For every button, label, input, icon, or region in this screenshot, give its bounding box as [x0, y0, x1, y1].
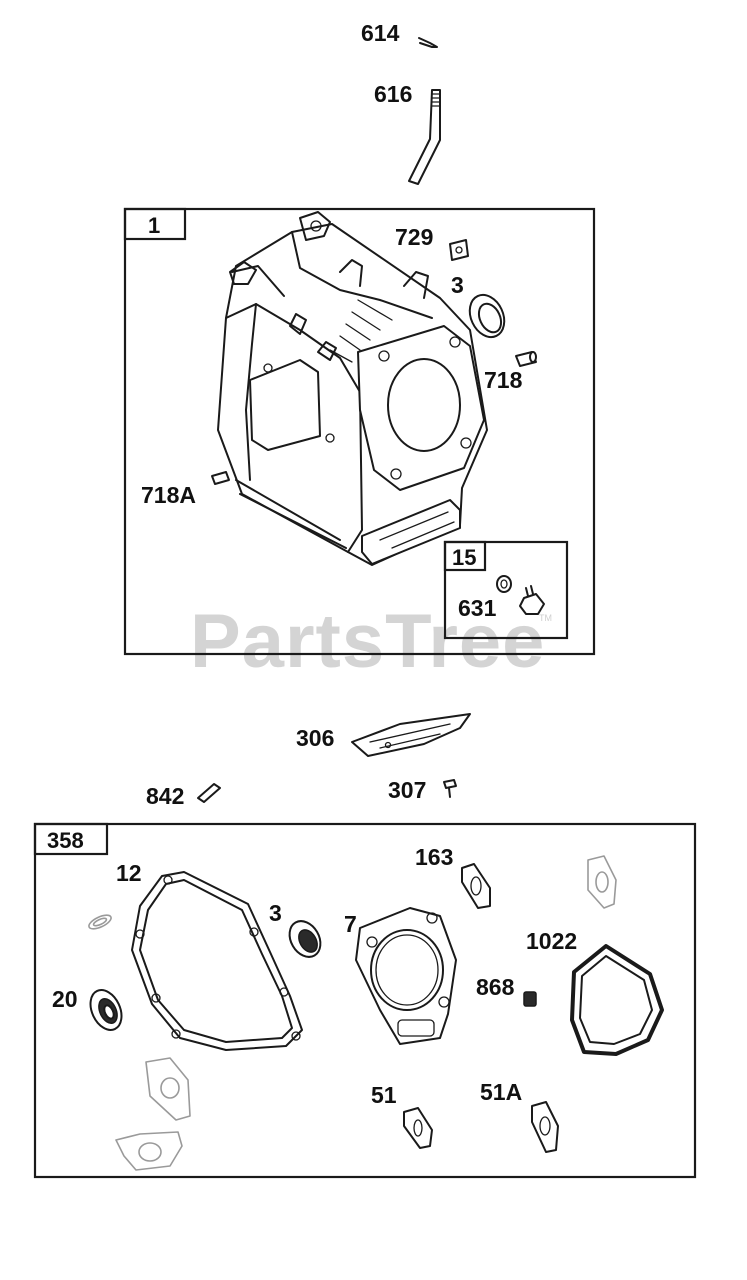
group-bolt-kit-label: 15 [452, 545, 476, 570]
part-ghost-small-gasket [88, 914, 112, 930]
part-51-gasket[interactable] [403, 1107, 433, 1149]
part-12-crankcase-gasket[interactable] [131, 871, 303, 1051]
part-7-head-gasket[interactable] [355, 907, 457, 1045]
part-163-gasket[interactable] [461, 863, 491, 909]
part-614-clip[interactable] [418, 37, 438, 48]
part-718a-dowel-pin[interactable] [211, 471, 230, 485]
part-1022-valve-cover-gasket[interactable] [570, 944, 664, 1056]
callout-163[interactable]: 163 [415, 844, 453, 870]
callout-842[interactable]: 842 [146, 783, 184, 809]
part-868-seal[interactable] [523, 991, 537, 1007]
watermark-text: PartsTree [190, 599, 545, 684]
group-gasket-set-label: 358 [47, 828, 84, 853]
callout-616[interactable]: 616 [374, 81, 412, 107]
group-gasket-set-frame [33, 822, 697, 1179]
callout-729[interactable]: 729 [395, 224, 433, 250]
callout-614[interactable]: 614 [361, 20, 400, 46]
part-cylinder-block[interactable] [217, 211, 488, 566]
callout-51a[interactable]: 51A [480, 1079, 522, 1105]
group-block-label: 1 [148, 213, 160, 238]
part-3-oil-seal-kit[interactable] [283, 916, 326, 963]
part-842-seal-strip[interactable] [197, 783, 221, 803]
callout-631[interactable]: 631 [458, 595, 497, 621]
part-631-washer[interactable] [496, 575, 512, 593]
callout-7[interactable]: 7 [344, 911, 357, 937]
callout-3-kit[interactable]: 3 [269, 900, 282, 926]
callout-868[interactable]: 868 [476, 974, 515, 1000]
part-718-dowel-pin[interactable] [515, 351, 537, 367]
callout-718[interactable]: 718 [484, 367, 523, 393]
part-307-screw[interactable] [443, 779, 457, 798]
part-306-air-guide[interactable] [351, 713, 471, 757]
part-ghost-flange-gasket-2 [115, 1131, 183, 1171]
callout-3-block[interactable]: 3 [451, 272, 464, 298]
part-51a-gasket[interactable] [531, 1101, 559, 1153]
group-block-frame [123, 207, 596, 656]
callout-307[interactable]: 307 [388, 777, 426, 803]
callout-20[interactable]: 20 [52, 986, 78, 1012]
part-15-bolt[interactable] [519, 585, 545, 615]
part-ghost-gasket-top-right [587, 855, 617, 909]
callout-51[interactable]: 51 [371, 1082, 397, 1108]
part-3-oil-seal-block[interactable] [463, 289, 511, 342]
callout-1022[interactable]: 1022 [526, 928, 577, 954]
part-616-dipstick[interactable] [408, 89, 441, 185]
callout-12[interactable]: 12 [116, 860, 142, 886]
group-bolt-kit-frame [443, 540, 569, 640]
callout-306[interactable]: 306 [296, 725, 334, 751]
part-729-plug[interactable] [449, 239, 469, 261]
part-ghost-flange-gasket-1 [145, 1057, 191, 1121]
watermark-trademark: TM [539, 613, 552, 623]
part-20-oil-seal[interactable] [84, 985, 127, 1035]
callout-718a[interactable]: 718A [141, 482, 196, 508]
